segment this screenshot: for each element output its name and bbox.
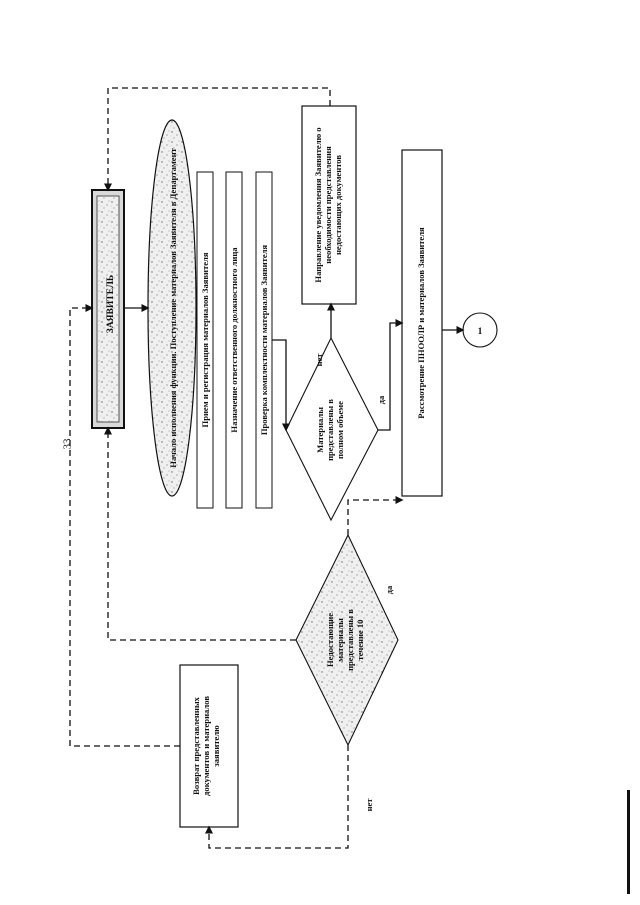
decision-missing-line2: материалы bbox=[335, 618, 345, 662]
assign-label: Назначение ответственного должностного л… bbox=[229, 247, 239, 433]
dashed-return-to-applicant bbox=[69, 304, 180, 747]
notify-line2: необходимости представления bbox=[323, 146, 333, 264]
connector-label: 1 bbox=[478, 327, 483, 337]
start-label: Начало исполнения функции. Поступление м… bbox=[168, 147, 178, 467]
decision-missing: Недостающие материалы представлены в теч… bbox=[295, 533, 399, 747]
connectors bbox=[69, 87, 465, 849]
page-edge-mark bbox=[627, 790, 630, 894]
review-box: Рассмотрение ПНООЛР и материалов Заявите… bbox=[401, 149, 443, 497]
receive-label: Прием и регистрация материалов Заявителя bbox=[200, 252, 210, 427]
notify-box: Направление уведомления Заявителю о необ… bbox=[301, 105, 357, 305]
notify-line1: Направление уведомления Заявителю о bbox=[313, 127, 323, 282]
receive-box: Прием и регистрация материалов Заявителя bbox=[196, 171, 214, 509]
start-ellipse: Начало исполнения функции. Поступление м… bbox=[147, 119, 197, 497]
assign-box: Назначение ответственного должностного л… bbox=[225, 171, 243, 509]
check-label: Проверка комплектности материалов Заявит… bbox=[259, 245, 269, 436]
dashed-decision-yes bbox=[347, 496, 404, 535]
decision-missing-line1: Недостающие bbox=[325, 613, 335, 667]
arrow-decision-yes bbox=[378, 319, 404, 431]
label-yes-bottom: да bbox=[384, 585, 394, 594]
label-yes-top: да bbox=[376, 395, 386, 404]
label-no-top: нет bbox=[314, 353, 324, 367]
return-box: Возврат представленных документов и мате… bbox=[179, 664, 239, 828]
applicant-box: ЗАЯВИТЕЛЬ bbox=[91, 189, 125, 429]
dashed-notify-to-applicant bbox=[104, 87, 331, 192]
check-box: Проверка комплектности материалов Заявит… bbox=[255, 171, 273, 509]
arrow-check-to-decision bbox=[272, 339, 290, 432]
decision-complete: Материалы представлены в полном объеме bbox=[285, 336, 379, 522]
review-label: Рассмотрение ПНООЛР и материалов Заявите… bbox=[416, 227, 426, 419]
return-line1: Возврат представленных bbox=[191, 696, 201, 794]
return-line2: документов и материалов bbox=[201, 696, 211, 796]
decision-missing-line3: представлены в bbox=[345, 609, 355, 671]
dashed-decision-no bbox=[205, 745, 349, 849]
decision-complete-line3: полном объеме bbox=[335, 401, 345, 459]
dashed-decision-to-applicant bbox=[104, 426, 296, 641]
decision-missing-line4: течение 10 bbox=[355, 620, 365, 661]
decision-complete-line1: Материалы bbox=[315, 407, 325, 453]
connector-circle: 1 bbox=[462, 312, 498, 348]
label-no-bottom: нет bbox=[364, 798, 374, 812]
decision-complete-line2: представлены в bbox=[325, 399, 335, 461]
applicant-label: ЗАЯВИТЕЛЬ bbox=[106, 275, 116, 333]
return-line3: заявителю bbox=[211, 725, 221, 767]
notify-line3: недостающих документов bbox=[333, 155, 343, 255]
